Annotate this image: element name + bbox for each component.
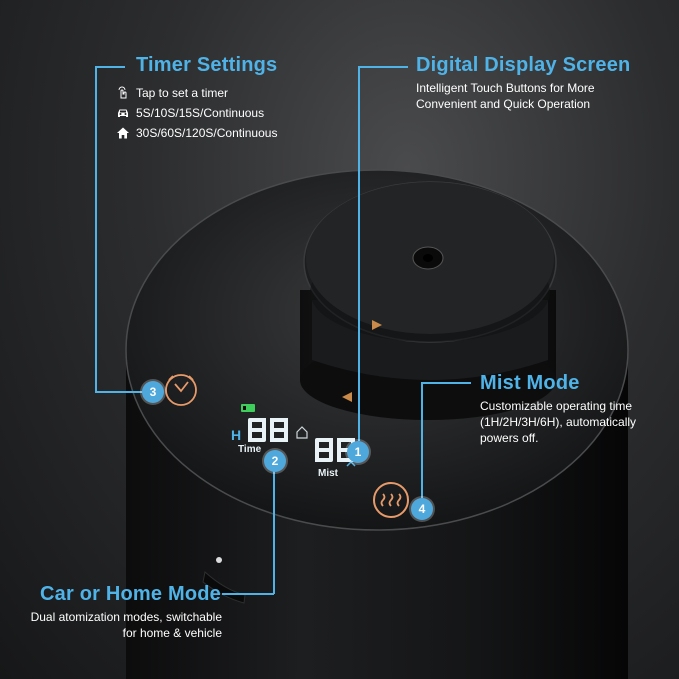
timer-row-tap-text: Tap to set a timer: [136, 86, 229, 100]
badge-mist: 4: [411, 498, 433, 520]
timer-row-tap: Tap to set a timer: [116, 83, 277, 103]
mode-connector-horizontal: [222, 593, 274, 595]
display-connector-vertical: [358, 66, 360, 441]
mode-title: Car or Home Mode: [40, 583, 222, 605]
home-icon: [117, 127, 129, 139]
mode-connector-vertical: [273, 470, 275, 594]
mist-callout: Mist Mode Customizable operating time (1…: [480, 372, 670, 446]
display-description: Intelligent Touch Buttons for More Conve…: [416, 81, 595, 111]
timer-touch-button: [165, 374, 197, 406]
hand-tap-icon: [118, 86, 127, 99]
display-title: Digital Display Screen: [416, 54, 631, 76]
mist-description: Customizable operating time (1H/2H/3H/6H…: [480, 399, 637, 445]
mist-touch-button: [373, 482, 409, 518]
badge-display: 1: [347, 441, 369, 463]
car-icon: [118, 109, 128, 117]
mist-title: Mist Mode: [480, 372, 580, 394]
timer-connector-bottom: [95, 391, 143, 393]
timer-settings-callout: Timer Settings Tap to set a timer 5S/10S…: [116, 54, 277, 143]
timer-connector-horizontal: [95, 66, 125, 68]
timer-row-car-text: 5S/10S/15S/Continuous: [136, 106, 265, 120]
timer-row-car: 5S/10S/15S/Continuous: [116, 103, 277, 123]
led-h-label: H: [231, 427, 241, 443]
mist-connector-vertical: [421, 382, 423, 498]
timer-row-home-text: 30S/60S/120S/Continuous: [136, 126, 278, 140]
badge-timer: 3: [142, 381, 164, 403]
mode-description: Dual atomization modes, switchable for h…: [30, 610, 222, 640]
mode-switch: [202, 557, 246, 604]
led-time-label: Time: [238, 444, 262, 455]
timer-row-home: 30S/60S/120S/Continuous: [116, 123, 277, 143]
display-connector-horizontal: [358, 66, 408, 68]
timer-settings-title: Timer Settings: [136, 54, 278, 76]
mode-callout: Car or Home Mode Dual atomization modes,…: [14, 583, 224, 641]
led-mist-label: Mist: [318, 468, 339, 479]
timer-connector-vertical: [95, 66, 97, 392]
led-display: H Time Mist: [231, 404, 356, 479]
mist-connector-horizontal: [421, 382, 471, 384]
display-callout: Digital Display Screen Intelligent Touch…: [416, 54, 656, 112]
badge-mode: 2: [264, 450, 286, 472]
